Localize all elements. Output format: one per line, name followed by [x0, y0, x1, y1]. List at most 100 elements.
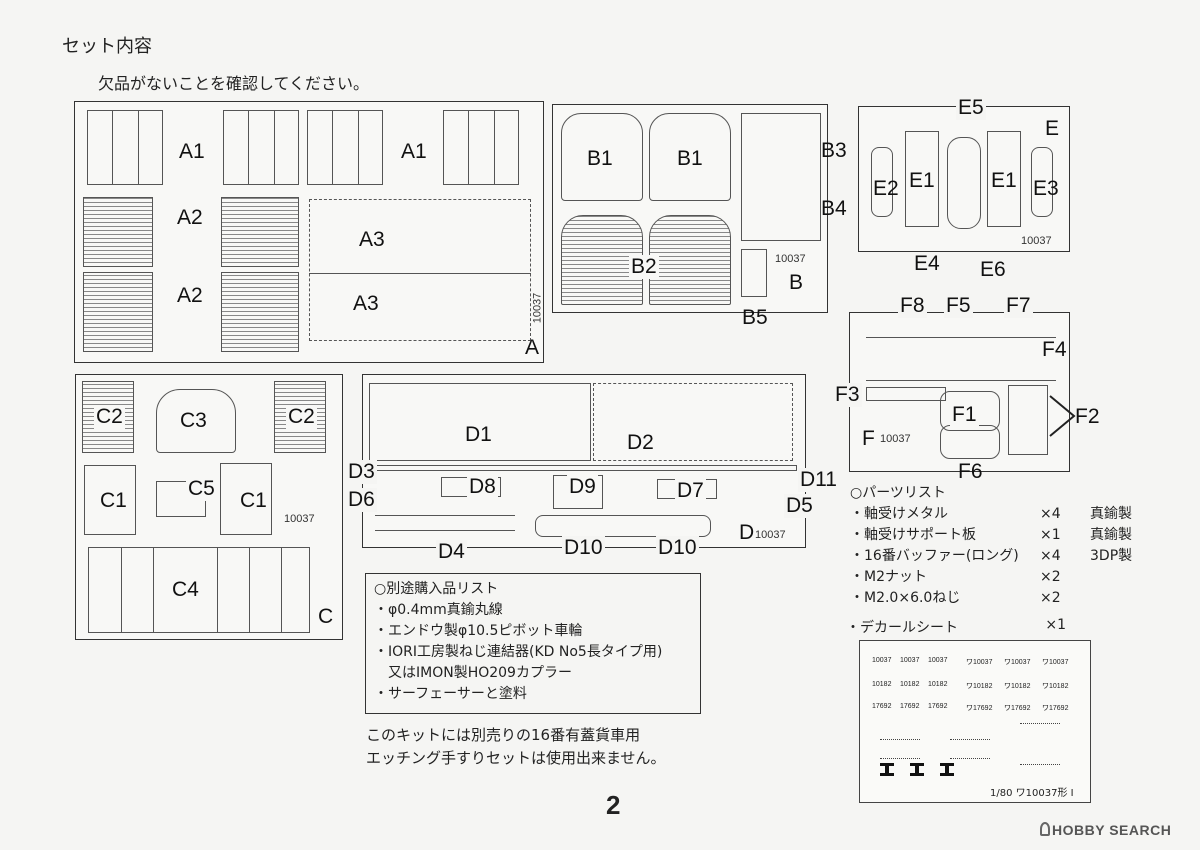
decal-label: ・デカールシート [846, 620, 958, 636]
etching-sheet-b: B1 B1 B2 B3 B4 10037 B [552, 104, 847, 313]
part-e3 [1031, 147, 1053, 217]
label-d8: D8 [467, 475, 498, 499]
label-a3-top: A3 [359, 228, 385, 251]
part-e1-left [905, 131, 939, 227]
label-d9: D9 [567, 475, 598, 499]
part-qty: ×4 [1040, 506, 1061, 522]
label-e4: E4 [914, 252, 940, 275]
decal-number: 10037 [872, 657, 892, 664]
part-e1-right [987, 131, 1021, 227]
decal-number: ワ10037 [1042, 659, 1069, 666]
part-f4-arms [866, 337, 1056, 381]
etching-sheet-a: A1 A1 A2 A2 A3 A3 10037 A [74, 101, 544, 363]
part-qty: ×2 [1040, 590, 1061, 606]
label-a1-left: A1 [179, 140, 205, 163]
page-subtitle: 欠品がないことを確認してください。 [98, 74, 370, 93]
label-b1-right: B1 [677, 147, 703, 170]
label-f4: F4 [1040, 338, 1069, 362]
page-number: 2 [606, 790, 621, 820]
label-c2-right: C2 [286, 405, 317, 429]
sheet-d-letter: D [739, 521, 755, 544]
decal-mark-block [1020, 723, 1060, 765]
part-name: ・軸受けメタル [850, 506, 948, 522]
hobby-search-logo-icon [1040, 822, 1050, 836]
decal-mark-block [880, 739, 920, 759]
label-f3: F3 [833, 383, 862, 407]
label-f5: F5 [944, 294, 973, 318]
incompatibility-line: このキットには別売りの16番有蓋貨車用 [366, 726, 641, 744]
sheet-a-code: 10037 [531, 292, 544, 324]
decal-number: ワ10182 [1042, 683, 1069, 690]
separate-purchase-heading: ○別途購入品リスト [374, 581, 499, 597]
parts-list-item: ・16番バッファー(ロング) ×4 3DP製 [850, 546, 1180, 567]
part-material: 真鍮製 [1090, 527, 1132, 543]
decal-number: 10182 [872, 681, 892, 688]
separate-purchase-item: ・φ0.4mm真鍮丸線 [374, 602, 503, 618]
decal-number: ワ17692 [966, 705, 993, 712]
label-c2-left: C2 [94, 405, 125, 429]
decal-number: ワ10182 [966, 683, 993, 690]
parts-list-item: ・軸受けメタル ×4 真鍮製 [850, 504, 1180, 525]
part-qty: ×4 [1040, 548, 1061, 564]
decal-caption: 1/80 ワ10037形 I [990, 788, 1074, 799]
part-qty: ×2 [1040, 569, 1061, 585]
etching-sheet-d: D1 D2 D8 D9 D7 D 10037 [362, 374, 806, 548]
sheet-f-letter: F [862, 427, 875, 450]
separate-purchase-item: ・エンドウ製φ10.5ピボット車輪 [374, 623, 583, 639]
etching-sheet-f: F1 F 10037 [849, 312, 1070, 472]
etching-sheet-e: E2 E1 E1 E3 E 10037 [858, 106, 1070, 252]
label-f7: F7 [1004, 294, 1033, 318]
panel-b1-right [649, 113, 731, 201]
label-b1-left: B1 [587, 147, 613, 170]
label-b4: B4 [821, 197, 847, 220]
decal-number: 10182 [928, 681, 948, 688]
parts-list: ○パーツリスト ・軸受けメタル ×4 真鍮製 ・軸受けサポート板 ×1 真鍮製 … [850, 483, 1180, 609]
label-d10-left: D10 [562, 536, 605, 560]
sheet-a-letter: A [525, 336, 540, 359]
arrow-f2 [1049, 395, 1076, 437]
decal-sheet: 10037 10037 10037 ワ10037 ワ10037 ワ10037 1… [859, 640, 1091, 803]
parts-list-item: ・軸受けサポート板 ×1 真鍮製 [850, 525, 1180, 546]
incompatibility-note: このキットには別売りの16番有蓋貨車用 エッチング手すりセットは使用出来ません。 [366, 724, 666, 770]
floor-a3 [309, 199, 531, 341]
plate-a2-top-left [83, 197, 153, 267]
decal-number: 10182 [900, 681, 920, 688]
part-e6-stack [947, 137, 981, 229]
label-d5: D5 [784, 494, 815, 518]
label-a1-right: A1 [401, 140, 427, 163]
part-d4 [375, 515, 515, 531]
label-d7: D7 [675, 479, 706, 503]
label-d10-right: D10 [656, 536, 699, 560]
part-d2-frame [593, 383, 793, 461]
label-c1-right: C1 [238, 489, 269, 513]
floor-a3-divider [309, 273, 531, 274]
part-f1-left [940, 391, 1000, 431]
decal-number: 10037 [928, 657, 948, 664]
label-d4: D4 [436, 540, 467, 564]
decal-symbol-icon [880, 763, 954, 776]
decal-number: ワ10182 [1004, 683, 1031, 690]
part-f-wheels [1008, 385, 1048, 455]
decal-number: 17692 [900, 703, 920, 710]
label-d2: D2 [625, 431, 656, 455]
plate-a2-top-right [221, 197, 299, 267]
panel-a1-mid2 [307, 110, 383, 185]
panel-c1-right [220, 463, 272, 535]
decal-heading: ・デカールシート ×1 [846, 617, 1066, 637]
label-f1: F1 [950, 403, 979, 427]
part-e2 [871, 147, 893, 217]
panel-a1-left [87, 110, 163, 185]
decal-qty: ×1 [1045, 617, 1066, 633]
label-d1: D1 [463, 423, 494, 447]
sheet-b-code: 10037 [775, 253, 806, 265]
decal-number: 10037 [900, 657, 920, 664]
decal-number: 17692 [872, 703, 892, 710]
sheet-c-letter: C [318, 605, 334, 628]
incompatibility-line: エッチング手すりセットは使用出来ません。 [366, 749, 666, 767]
label-e6: E6 [980, 258, 1006, 281]
sheet-c-code: 10037 [284, 513, 315, 525]
label-c3: C3 [180, 409, 207, 432]
label-e1-left: E1 [909, 169, 935, 192]
panel-b1-left [561, 113, 643, 201]
separate-purchase-item: ・IORI工房製ねじ連結器(KD No5長タイプ用) [374, 644, 663, 660]
